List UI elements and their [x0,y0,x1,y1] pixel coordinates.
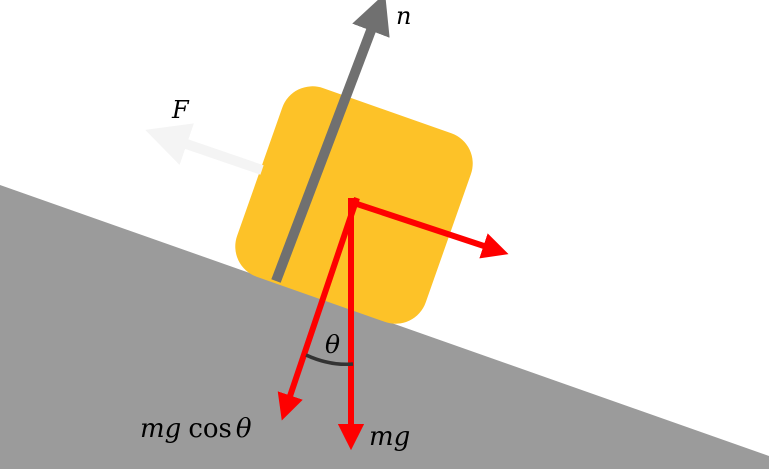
mg-cos-theta: θ [236,414,252,444]
angle-arc [305,353,354,367]
friction-force-label: F [171,96,190,124]
inclined-plane [0,185,769,469]
perpendicular-component-vector [277,197,360,421]
normal-force-vector [271,0,390,283]
mg-cos-fn: cos [188,414,232,444]
mg-cos-m: m [140,414,165,444]
angle-label: θ [325,330,340,359]
friction-force-vector [145,123,264,175]
normal-force-label: n [396,2,411,30]
parallel-component-vector [353,200,509,259]
weight-label: mg [369,422,410,452]
mg-cos-g: g [165,414,182,444]
